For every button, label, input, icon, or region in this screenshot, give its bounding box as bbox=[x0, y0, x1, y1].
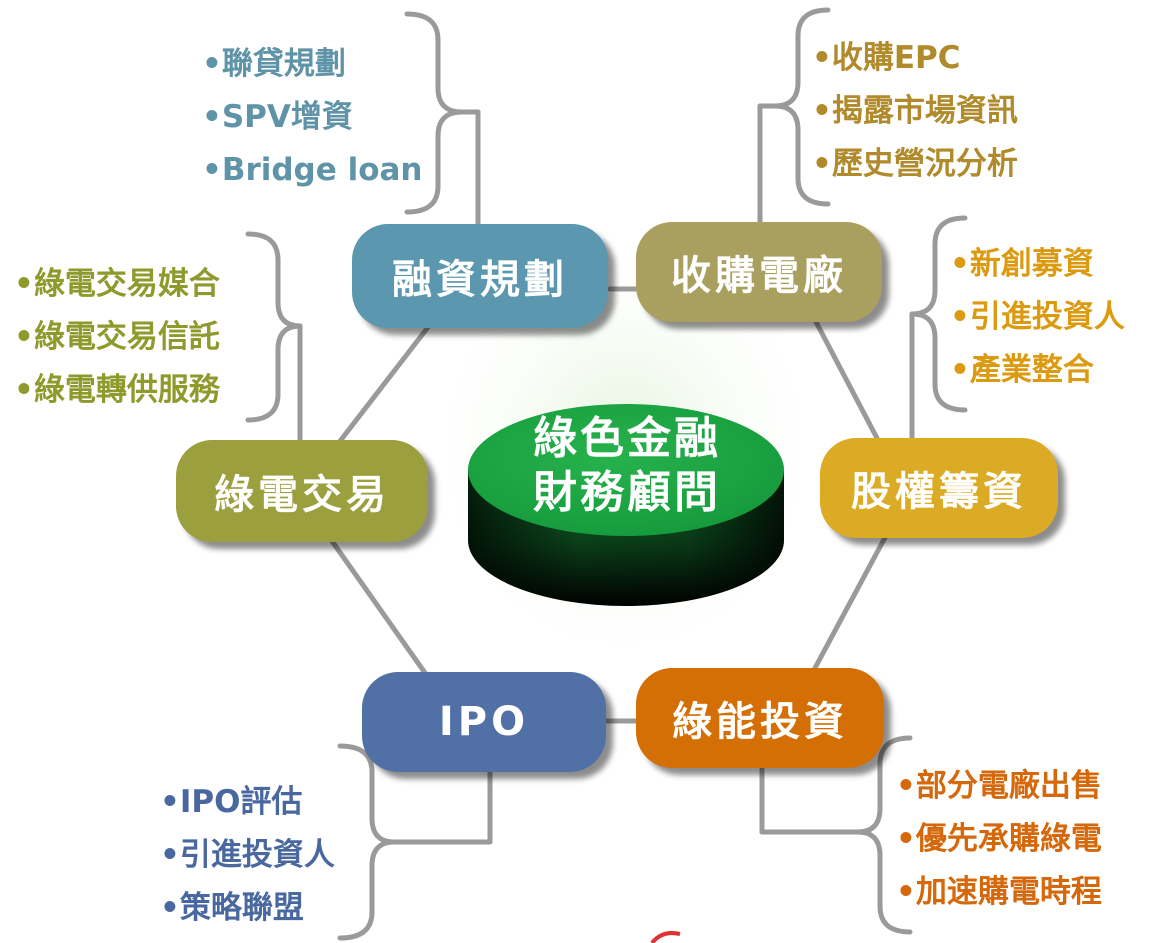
node-trading: 綠電交易 bbox=[176, 440, 428, 542]
bracket-ipo bbox=[337, 743, 397, 941]
center-cylinder bbox=[468, 404, 784, 606]
node-equity-label: 股權籌資 bbox=[851, 469, 1027, 515]
list-item: 引進投資人 bbox=[160, 829, 335, 882]
node-acquisition-label: 收購電廠 bbox=[671, 253, 847, 299]
list-item: IPO評估 bbox=[160, 776, 335, 829]
list-trading: 綠電交易媒合 綠電交易信託 綠電轉供服務 bbox=[14, 258, 220, 417]
list-item: 產業整合 bbox=[950, 344, 1125, 397]
node-financing-label: 融資規劃 bbox=[392, 257, 568, 303]
node-equity: 股權籌資 bbox=[820, 438, 1058, 538]
center-label: 綠色金融 財務顧問 bbox=[469, 412, 785, 520]
node-green-invest-label: 綠能投資 bbox=[672, 699, 848, 745]
node-ipo-label: IPO bbox=[438, 699, 530, 745]
list-item: Bridge loan bbox=[202, 144, 423, 197]
list-item: 引進投資人 bbox=[950, 291, 1125, 344]
list-item: 聯貸規劃 bbox=[202, 38, 422, 91]
list-item: 加速購電時程 bbox=[896, 866, 1102, 919]
list-item: 歷史營況分析 bbox=[812, 138, 1018, 191]
red-mark bbox=[650, 931, 681, 943]
list-green-invest: 部分電廠出售 優先承購綠電 加速購電時程 bbox=[896, 760, 1102, 919]
list-item: 策略聯盟 bbox=[160, 882, 335, 935]
node-financing: 融資規劃 bbox=[352, 224, 608, 328]
center-line-1: 綠色金融 bbox=[533, 413, 721, 464]
list-equity: 新創募資 引進投資人 產業整合 bbox=[950, 238, 1125, 397]
node-ipo: IPO bbox=[362, 672, 606, 772]
list-item: 綠電交易媒合 bbox=[14, 258, 220, 311]
list-item: 綠電轉供服務 bbox=[14, 364, 220, 417]
list-item: 揭露市場資訊 bbox=[812, 85, 1018, 138]
list-brackets bbox=[245, 7, 968, 941]
node-green-invest: 綠能投資 bbox=[636, 668, 884, 768]
bracket-trading bbox=[245, 231, 303, 423]
list-acquisition: 收購EPC 揭露市場資訊 歷史營況分析 bbox=[812, 32, 1018, 191]
list-item: SPV增資 bbox=[202, 91, 422, 144]
node-trading-label: 綠電交易 bbox=[214, 472, 390, 518]
list-item: 部分電廠出售 bbox=[896, 760, 1102, 813]
list-item: 收購EPC bbox=[812, 32, 1018, 85]
list-ipo: IPO評估 引進投資人 策略聯盟 bbox=[160, 776, 335, 935]
hexagon-connectors bbox=[324, 286, 891, 724]
list-item: 優先承購綠電 bbox=[896, 813, 1102, 866]
node-acquisition: 收購電廠 bbox=[636, 222, 882, 322]
list-item: 綠電交易信託 bbox=[14, 311, 220, 364]
list-item: 新創募資 bbox=[950, 238, 1125, 291]
list-financing: 聯貸規劃 SPV增資 Bridge loan bbox=[202, 38, 423, 197]
center-line-2: 財務顧問 bbox=[533, 467, 721, 518]
